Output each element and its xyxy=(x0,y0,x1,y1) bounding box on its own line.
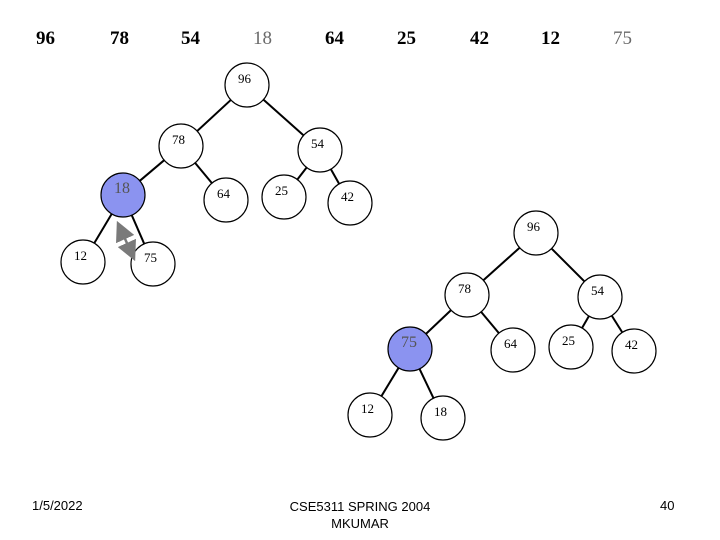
array-cell-2: 54 xyxy=(181,28,200,49)
array-cell-6: 42 xyxy=(470,28,489,49)
tree-before-node-label-4: 64 xyxy=(217,186,231,201)
tree-after-node-circle-7 xyxy=(347,392,393,438)
tree-after-node-5: 25 xyxy=(548,324,594,370)
tree-before-node-label-0: 96 xyxy=(238,71,252,86)
tree-before-node-2: 54 xyxy=(297,127,343,173)
tree-after-edge-1 xyxy=(550,247,586,283)
tree-before-node-0: 96 xyxy=(224,62,270,108)
tree-after-node-1: 78 xyxy=(444,272,490,318)
tree-after-node-circle-2 xyxy=(577,274,623,320)
tree-before-node-4: 64 xyxy=(203,177,249,223)
tree-before-edge-6 xyxy=(93,213,113,244)
tree-after-node-3: 75 xyxy=(387,326,433,372)
tree-before-edge-5 xyxy=(329,168,341,185)
tree-after-node-circle-1 xyxy=(444,272,490,318)
tree-before-node-label-5: 25 xyxy=(275,183,288,198)
array-cell-0: 96 xyxy=(36,28,55,49)
tree-before-edge-4 xyxy=(296,166,308,181)
tree-before-edge-7 xyxy=(130,214,146,245)
footer-date: 1/5/2022 xyxy=(32,498,83,513)
tree-after-node-8: 18 xyxy=(420,395,466,441)
tree-after-node-label-1: 78 xyxy=(458,281,471,296)
tree-after-node-2: 54 xyxy=(577,274,623,320)
tree-after-node-label-2: 54 xyxy=(591,283,605,298)
tree-before-edge-0 xyxy=(196,99,232,132)
tree-after-node-label-3: 75 xyxy=(401,334,417,351)
tree-before-edges xyxy=(93,98,341,245)
tree-before-node-label-7: 12 xyxy=(74,248,87,263)
tree-before-node-circle-2 xyxy=(297,127,343,173)
tree-after-node-circle-8 xyxy=(420,395,466,441)
array-cell-8: 75 xyxy=(613,28,632,49)
tree-before-node-circle-5 xyxy=(261,174,307,220)
array-cell-1: 78 xyxy=(110,28,129,49)
footer-page-number: 40 xyxy=(660,498,675,513)
tree-after-node-circle-5 xyxy=(548,324,594,370)
tree-after-nodes: 96 78 54 75 64 25 42 12 18 xyxy=(347,210,657,441)
tree-before-edge-1 xyxy=(262,98,305,137)
tree-after-edge-3 xyxy=(480,311,500,334)
tree-after-node-6: 42 xyxy=(611,328,657,374)
tree-after-node-label-8: 18 xyxy=(434,404,447,419)
tree-after-edge-5 xyxy=(610,315,624,333)
tree-before-node-5: 25 xyxy=(261,174,307,220)
tree-after-node-circle-6 xyxy=(611,328,657,374)
tree-after-node-label-6: 42 xyxy=(625,337,638,352)
swap-arrow xyxy=(116,220,136,262)
array-cell-3: 18 xyxy=(253,28,272,49)
tree-before-node-circle-7 xyxy=(60,239,106,285)
tree-after-node-label-5: 25 xyxy=(562,333,575,348)
array-cell-7: 12 xyxy=(541,28,560,49)
tree-before-nodes: 96 78 54 18 64 25 42 12 75 xyxy=(60,62,373,287)
tree-before-node-1: 78 xyxy=(158,123,204,169)
tree-before-edge-2 xyxy=(139,159,165,182)
tree-before-node-8: 75 xyxy=(130,241,176,287)
tree-before-node-label-6: 42 xyxy=(341,189,354,204)
tree-after-node-circle-0 xyxy=(513,210,559,256)
tree-after-node-circle-4 xyxy=(490,327,536,373)
tree-before-node-3: 18 xyxy=(100,172,146,218)
tree-before-node-6: 42 xyxy=(327,180,373,226)
tree-after-node-0: 96 xyxy=(513,210,559,256)
footer-course-line1: CSE5311 SPRING 2004 xyxy=(289,499,431,514)
tree-before-node-circle-3 xyxy=(100,172,146,218)
tree-before-node-circle-1 xyxy=(158,123,204,169)
tree-before-node-7: 12 xyxy=(60,239,106,285)
tree-before-node-circle-0 xyxy=(224,62,270,108)
tree-after-edge-7 xyxy=(418,368,435,399)
tree-after-node-7: 12 xyxy=(347,392,393,438)
tree-after-edge-4 xyxy=(581,315,590,329)
tree-before-node-label-1: 78 xyxy=(172,132,185,147)
tree-after-edge-0 xyxy=(482,246,521,282)
array-cell-5: 25 xyxy=(397,28,416,49)
footer-course-line2: MKUMAR xyxy=(331,516,389,531)
tree-after-edges xyxy=(380,246,624,399)
tree-after-node-circle-3 xyxy=(387,326,433,372)
tree-before-node-circle-6 xyxy=(327,180,373,226)
array-cell-4: 64 xyxy=(325,28,344,49)
tree-after-edge-6 xyxy=(380,367,400,397)
tree-before-edge-3 xyxy=(194,162,213,184)
footer-course: CSE5311 SPRING 2004 MKUMAR xyxy=(260,498,460,532)
tree-after-node-4: 64 xyxy=(490,327,536,373)
tree-before-node-label-2: 54 xyxy=(311,136,325,151)
tree-before-node-label-3: 18 xyxy=(114,180,130,197)
tree-before-node-circle-4 xyxy=(203,177,249,223)
tree-after-node-label-7: 12 xyxy=(361,401,374,416)
tree-after-node-label-0: 96 xyxy=(527,219,541,234)
tree-after-node-label-4: 64 xyxy=(504,336,518,351)
tree-after-edge-2 xyxy=(425,309,452,335)
tree-before-node-label-8: 75 xyxy=(144,250,157,265)
tree-before-node-circle-8 xyxy=(130,241,176,287)
